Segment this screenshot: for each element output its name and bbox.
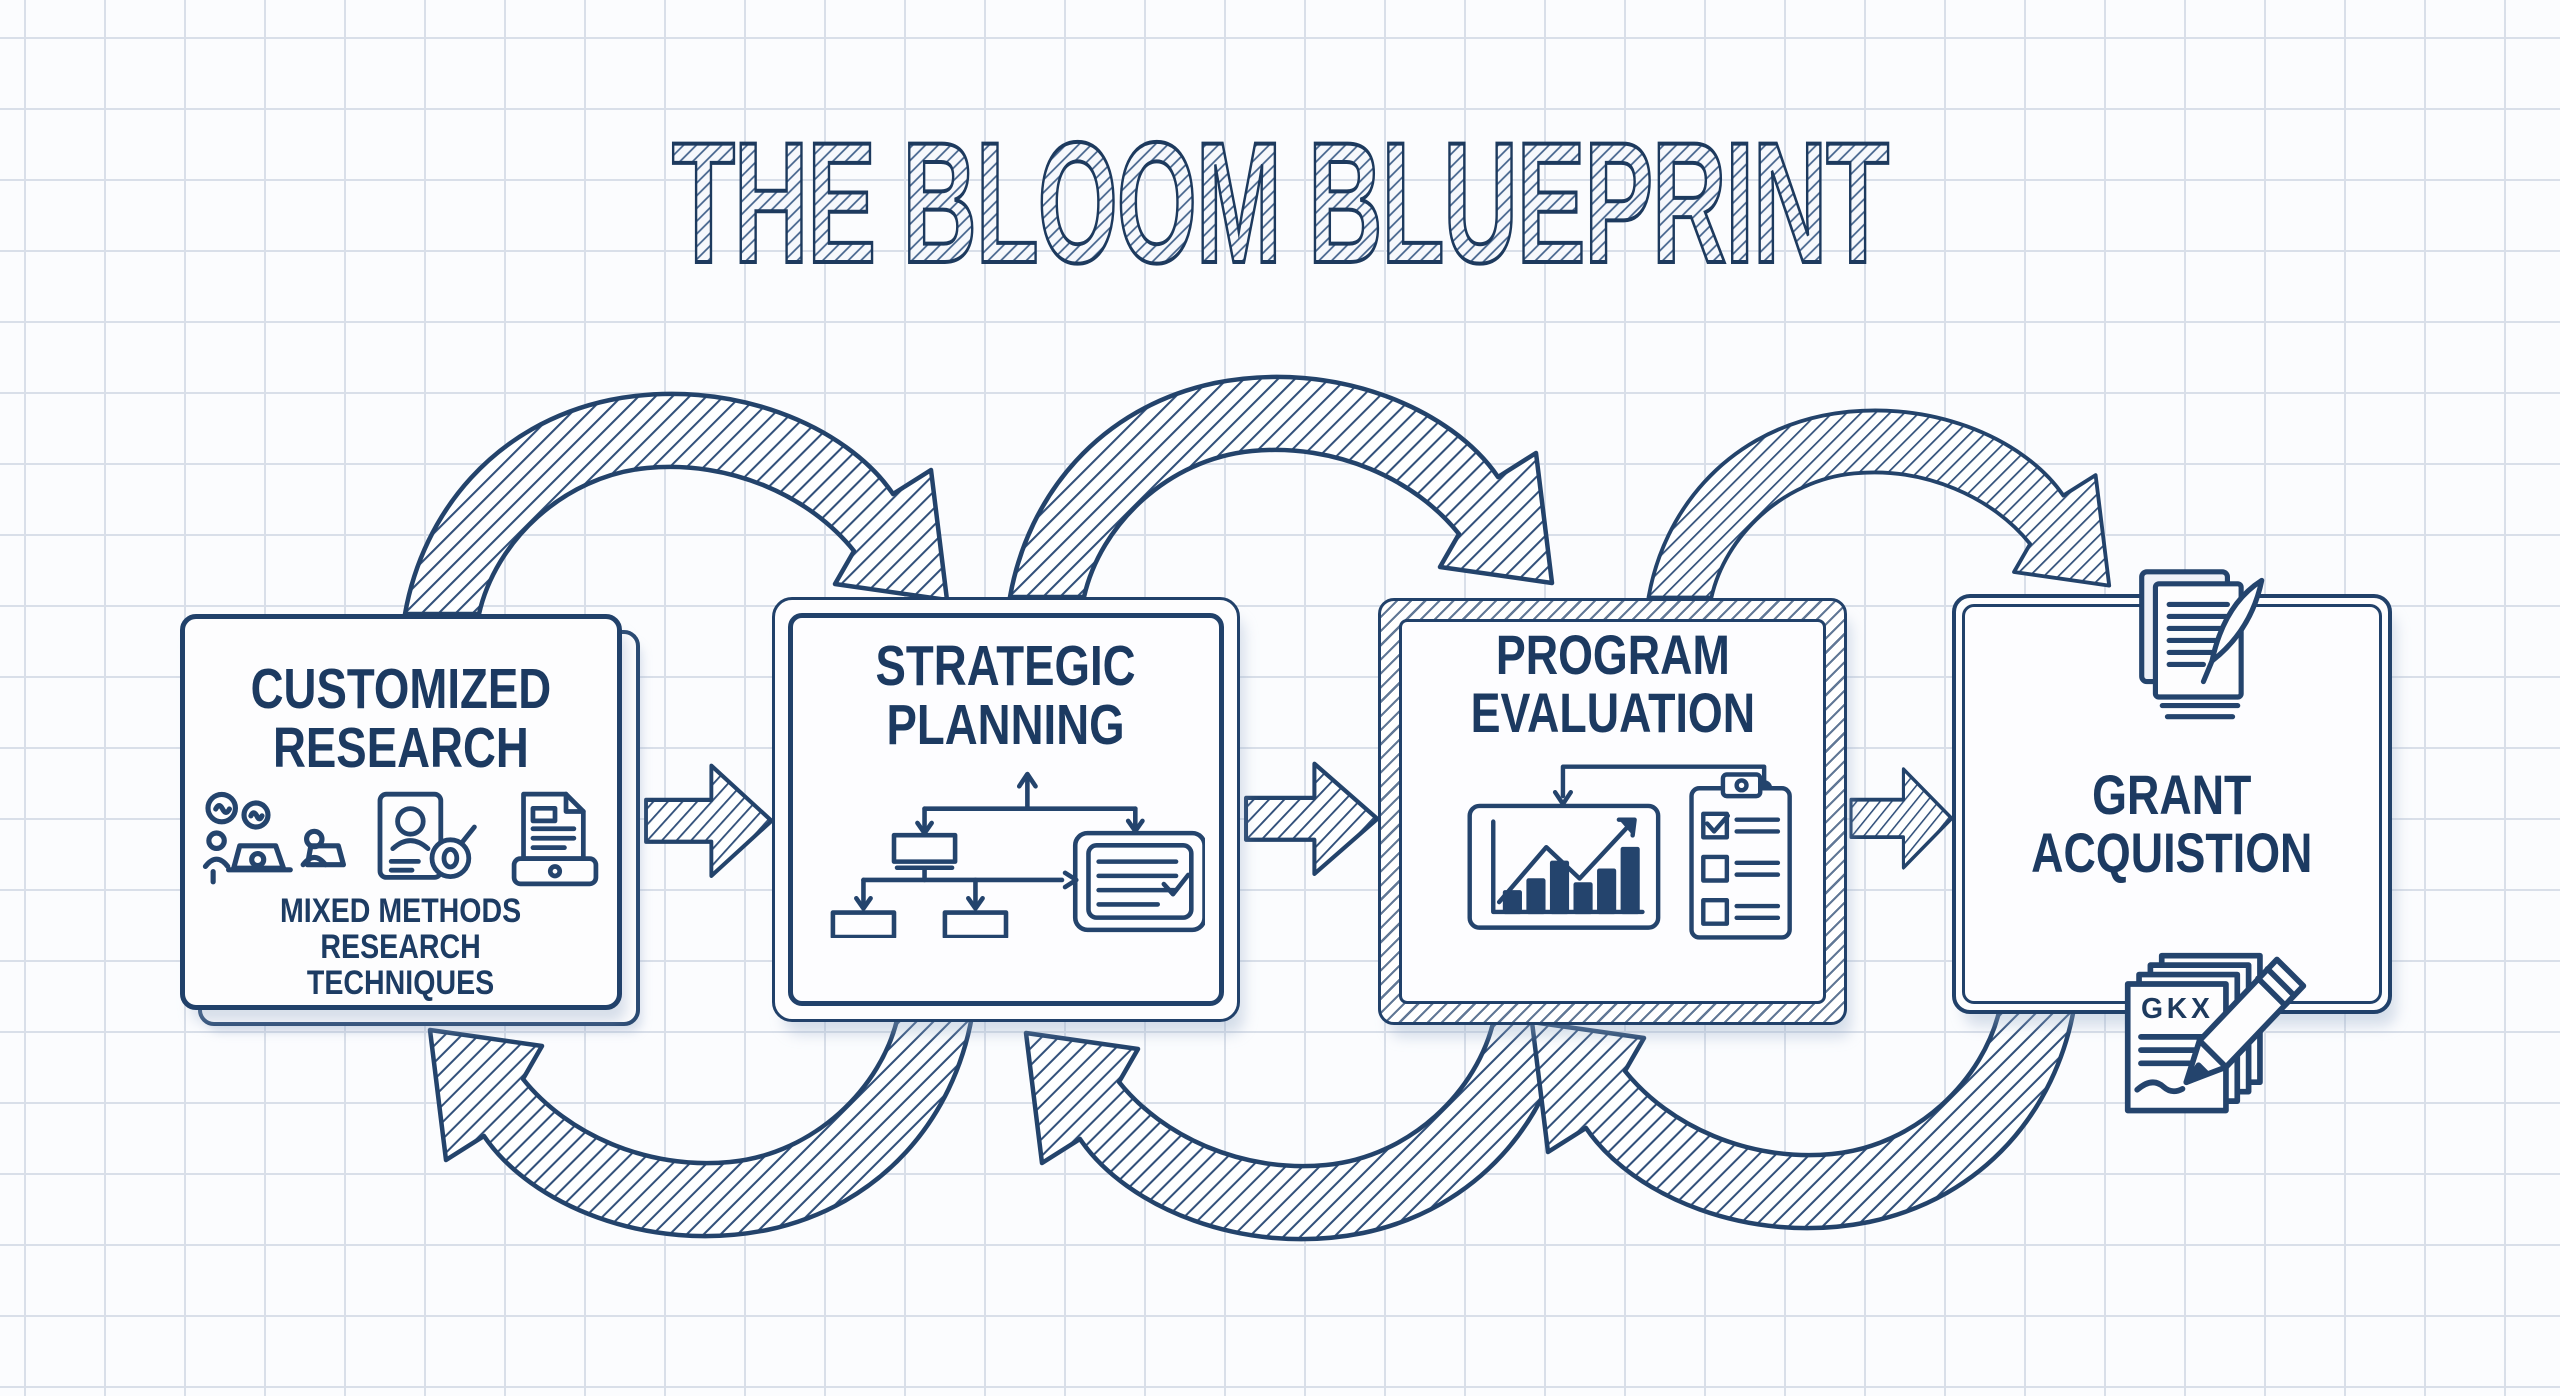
- box-title-line1: CUSTOMIZED: [250, 657, 552, 721]
- caption-line3: TECHNIQUES: [307, 964, 495, 1003]
- box-title-line1: STRATEGIC: [875, 634, 1137, 698]
- box-program-evaluation: PROGRAM EVALUATION: [1378, 598, 1847, 1025]
- survey-people-icon: [202, 792, 346, 885]
- cycle-arrow-top-2: [1010, 377, 1552, 597]
- box-caption: MIXED METHODS RESEARCH TECHNIQUES: [280, 893, 521, 1001]
- page-title: THE BLOOM BLUEPRINT: [672, 107, 1889, 299]
- box-title-line1: PROGRAM: [1495, 623, 1730, 686]
- caption-line1: MIXED METHODS: [280, 892, 522, 931]
- cycle-arrow-bottom-2: [1026, 1019, 1568, 1239]
- box-grant-acquistion: GRANT ACQUISTION: [1952, 569, 2392, 1114]
- connector-line: [1560, 764, 1766, 799]
- box-title-line2: EVALUATION: [1470, 680, 1755, 744]
- flow-arrow-2: [1246, 764, 1377, 874]
- box-title-line2: PLANNING: [886, 692, 1126, 757]
- profile-magnifier-icon: [377, 792, 477, 881]
- signed-papers-pencil-icon: GKX: [2124, 952, 2307, 1114]
- cycle-arrow-top-1: [405, 394, 947, 614]
- checklist-clipboard-icon: [1688, 772, 1792, 940]
- bar-chart-growth-icon: [1466, 804, 1660, 931]
- box-customized-research: CUSTOMIZED RESEARCH: [180, 614, 640, 1026]
- box-title-line2: RESEARCH: [273, 715, 529, 780]
- cycle-arrow-top-3: [1646, 408, 2112, 600]
- caption-line2: RESEARCH: [320, 928, 482, 967]
- box-title: PROGRAM EVALUATION: [1470, 626, 1755, 741]
- box-title-line2: ACQUISTION: [2031, 820, 2313, 884]
- flow-arrow-1: [646, 766, 772, 876]
- box-title: GRANT ACQUISTION: [2031, 766, 2312, 881]
- box-title: STRATEGIC PLANNING: [876, 637, 1136, 754]
- tablet-document-icon: [511, 792, 599, 887]
- cycle-arrow-bottom-1: [430, 1016, 972, 1236]
- org-chart-flow-icon: [830, 772, 1205, 939]
- cycle-arrow-bottom-3: [1532, 1008, 2074, 1228]
- box-strategic-planning: STRATEGIC PLANNING: [772, 597, 1240, 1022]
- box-title-line1: GRANT: [2092, 763, 2252, 826]
- task-card-icon: [1072, 831, 1205, 933]
- box-title: CUSTOMIZED RESEARCH: [251, 660, 552, 777]
- research-icons-row: [199, 791, 603, 887]
- evaluation-icons: [1466, 764, 1792, 940]
- paper-label-text: GKX: [2141, 993, 2214, 1025]
- flow-arrow-3: [1849, 767, 1954, 870]
- document-quill-icon: [2139, 569, 2265, 720]
